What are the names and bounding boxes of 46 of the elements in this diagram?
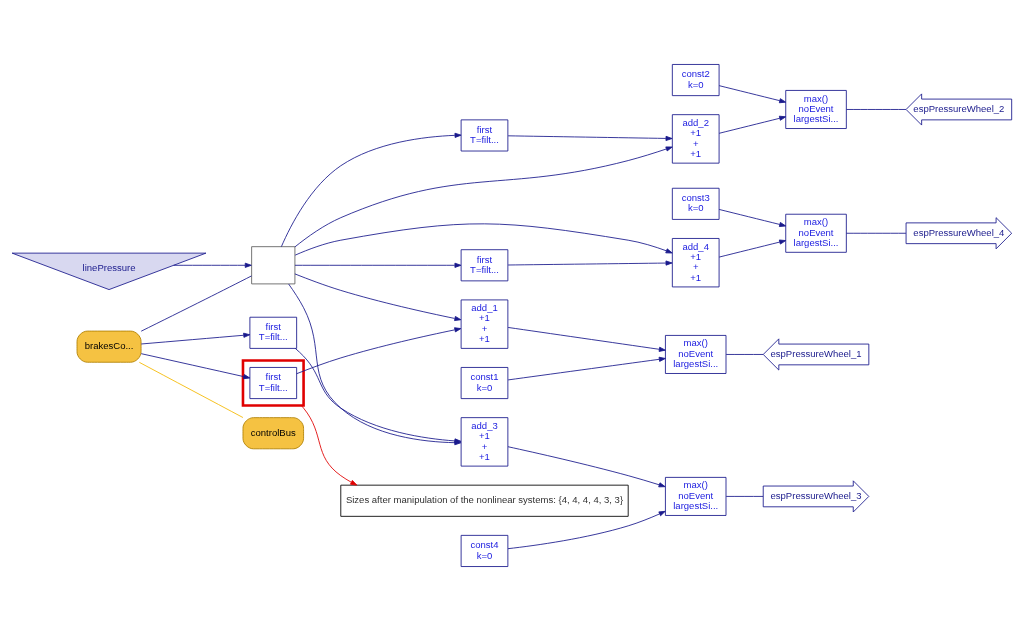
arrow [294,273,462,321]
node-box: max() noEvent largestSi... [664,334,727,374]
arrow [173,262,252,268]
node-box: first T=filt... [460,119,509,152]
node-box: first T=filt... [460,249,509,282]
node-box: controlBus [242,417,304,450]
node-box: const2 k=0 [671,64,720,97]
arrow [718,115,787,134]
node-box: max() noEvent largestSi... [785,90,847,129]
arrow [296,327,462,375]
arrow [507,510,666,550]
arrow [507,356,666,381]
arrow [507,260,673,266]
connector [846,232,907,234]
node-box: add_2 +1 + +1 [671,114,720,164]
node-box: max() noEvent largestSi... [664,476,727,516]
node-box: const3 k=0 [671,187,720,220]
arrow [507,446,666,488]
node-box: brakesCo... [76,330,142,363]
arrow [718,85,787,104]
node-box: first T=filt... [249,316,298,349]
node-box: add_3 +1 + +1 [460,417,509,467]
node-box: add_4 +1 + +1 [671,238,720,288]
arrow [718,239,787,258]
arrow [507,327,666,352]
arrow [507,135,673,141]
arrow [300,405,358,486]
arrow [718,209,787,227]
node-box: add_1 +1 + +1 [460,299,509,349]
arrow [140,353,251,380]
connector [725,354,764,355]
arrow [280,132,462,248]
arrow [294,146,673,248]
node-box: Sizes after manipulation of the nonlinear systems: {4, 4, 4, 4, 3, 3} [340,484,629,517]
arrow [294,262,462,268]
connector [138,361,244,418]
connector [725,496,764,497]
node-box: const1 k=0 [460,367,509,400]
connector [846,109,907,110]
arrow [140,332,251,345]
node-box: const4 k=0 [460,534,509,567]
node-box [251,246,296,285]
arrow [294,223,673,256]
node-box: first T=filt... [249,367,298,400]
node-box: max() noEvent largestSi... [785,213,847,253]
connector [140,275,252,332]
